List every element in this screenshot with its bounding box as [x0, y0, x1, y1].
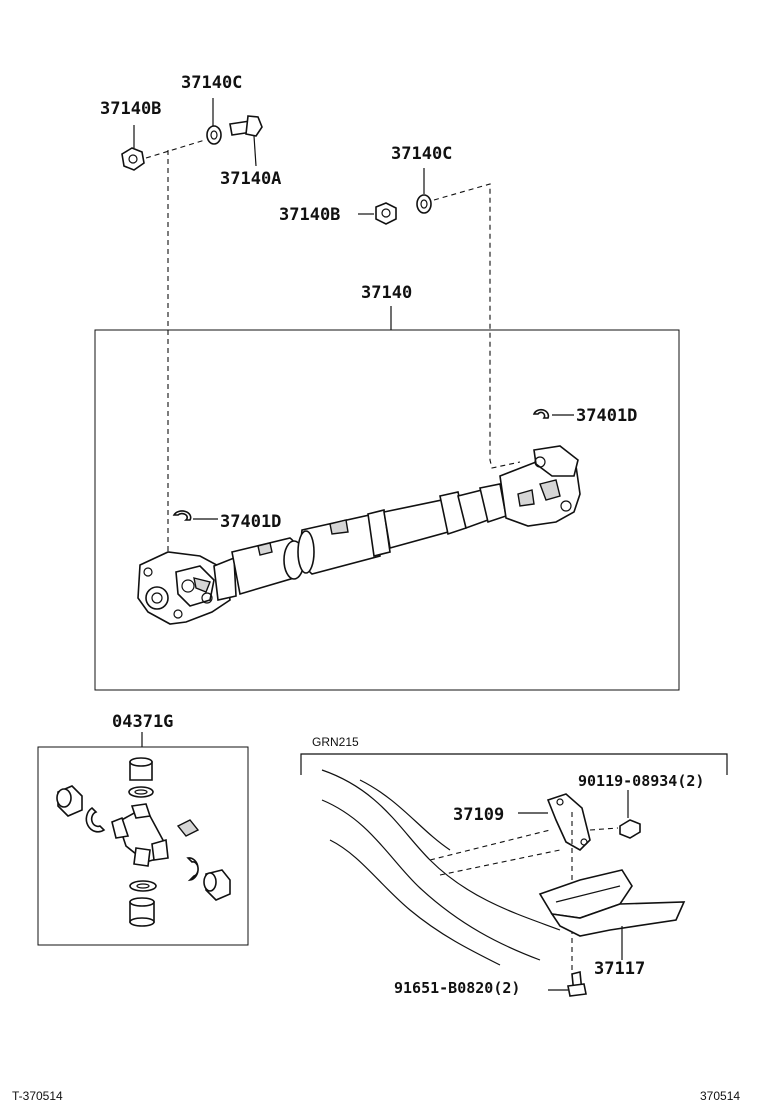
leader-left-hardware — [145, 139, 206, 159]
assembly-frame-37140 — [94, 329, 680, 691]
label-91651-b0820: 91651-B0820(2) — [394, 979, 520, 997]
propeller-shaft — [137, 445, 581, 625]
label-37117: 37117 — [594, 959, 645, 979]
label-37401d-left: 37401D — [220, 512, 281, 532]
label-37140c-right: 37140C — [391, 144, 452, 164]
bolt-90119 — [619, 790, 641, 839]
washer-37140c-right — [416, 168, 432, 214]
label-37140b-right: 37140B — [279, 205, 340, 225]
label-04371g: 04371G — [112, 712, 173, 732]
bracket-37109 — [518, 793, 591, 851]
spider-kit-parts — [56, 757, 231, 927]
label-90119-08934: 90119-08934(2) — [578, 772, 704, 790]
label-37140b-left: 37140B — [100, 99, 161, 119]
frame-rail — [321, 769, 561, 966]
label-37109: 37109 — [453, 805, 504, 825]
label-37140a: 37140A — [220, 169, 281, 189]
label-37140c-top: 37140C — [181, 73, 242, 93]
washer-37140c-top — [206, 98, 222, 145]
leader-bolt-upper — [589, 827, 619, 831]
footer-left-code: T-370514 — [12, 1089, 63, 1103]
spider-kit-frame — [37, 746, 249, 946]
footer-right-code: 370514 — [700, 1089, 740, 1103]
label-grn215: GRN215 — [312, 735, 359, 749]
label-37140: 37140 — [361, 283, 412, 303]
axis-right-joint — [433, 183, 521, 469]
heat-shield-37117 — [538, 869, 686, 960]
snap-ring-left — [172, 510, 218, 521]
bolt-91651 — [548, 970, 587, 997]
bolt-37140a — [229, 115, 263, 167]
nut-37140b-left — [121, 125, 145, 171]
label-37401d-right: 37401D — [576, 406, 637, 426]
snap-ring-right — [532, 408, 574, 419]
leader-rail — [429, 829, 561, 876]
nut-37140b-right — [358, 202, 397, 225]
grn215-bracket-line — [300, 753, 728, 775]
